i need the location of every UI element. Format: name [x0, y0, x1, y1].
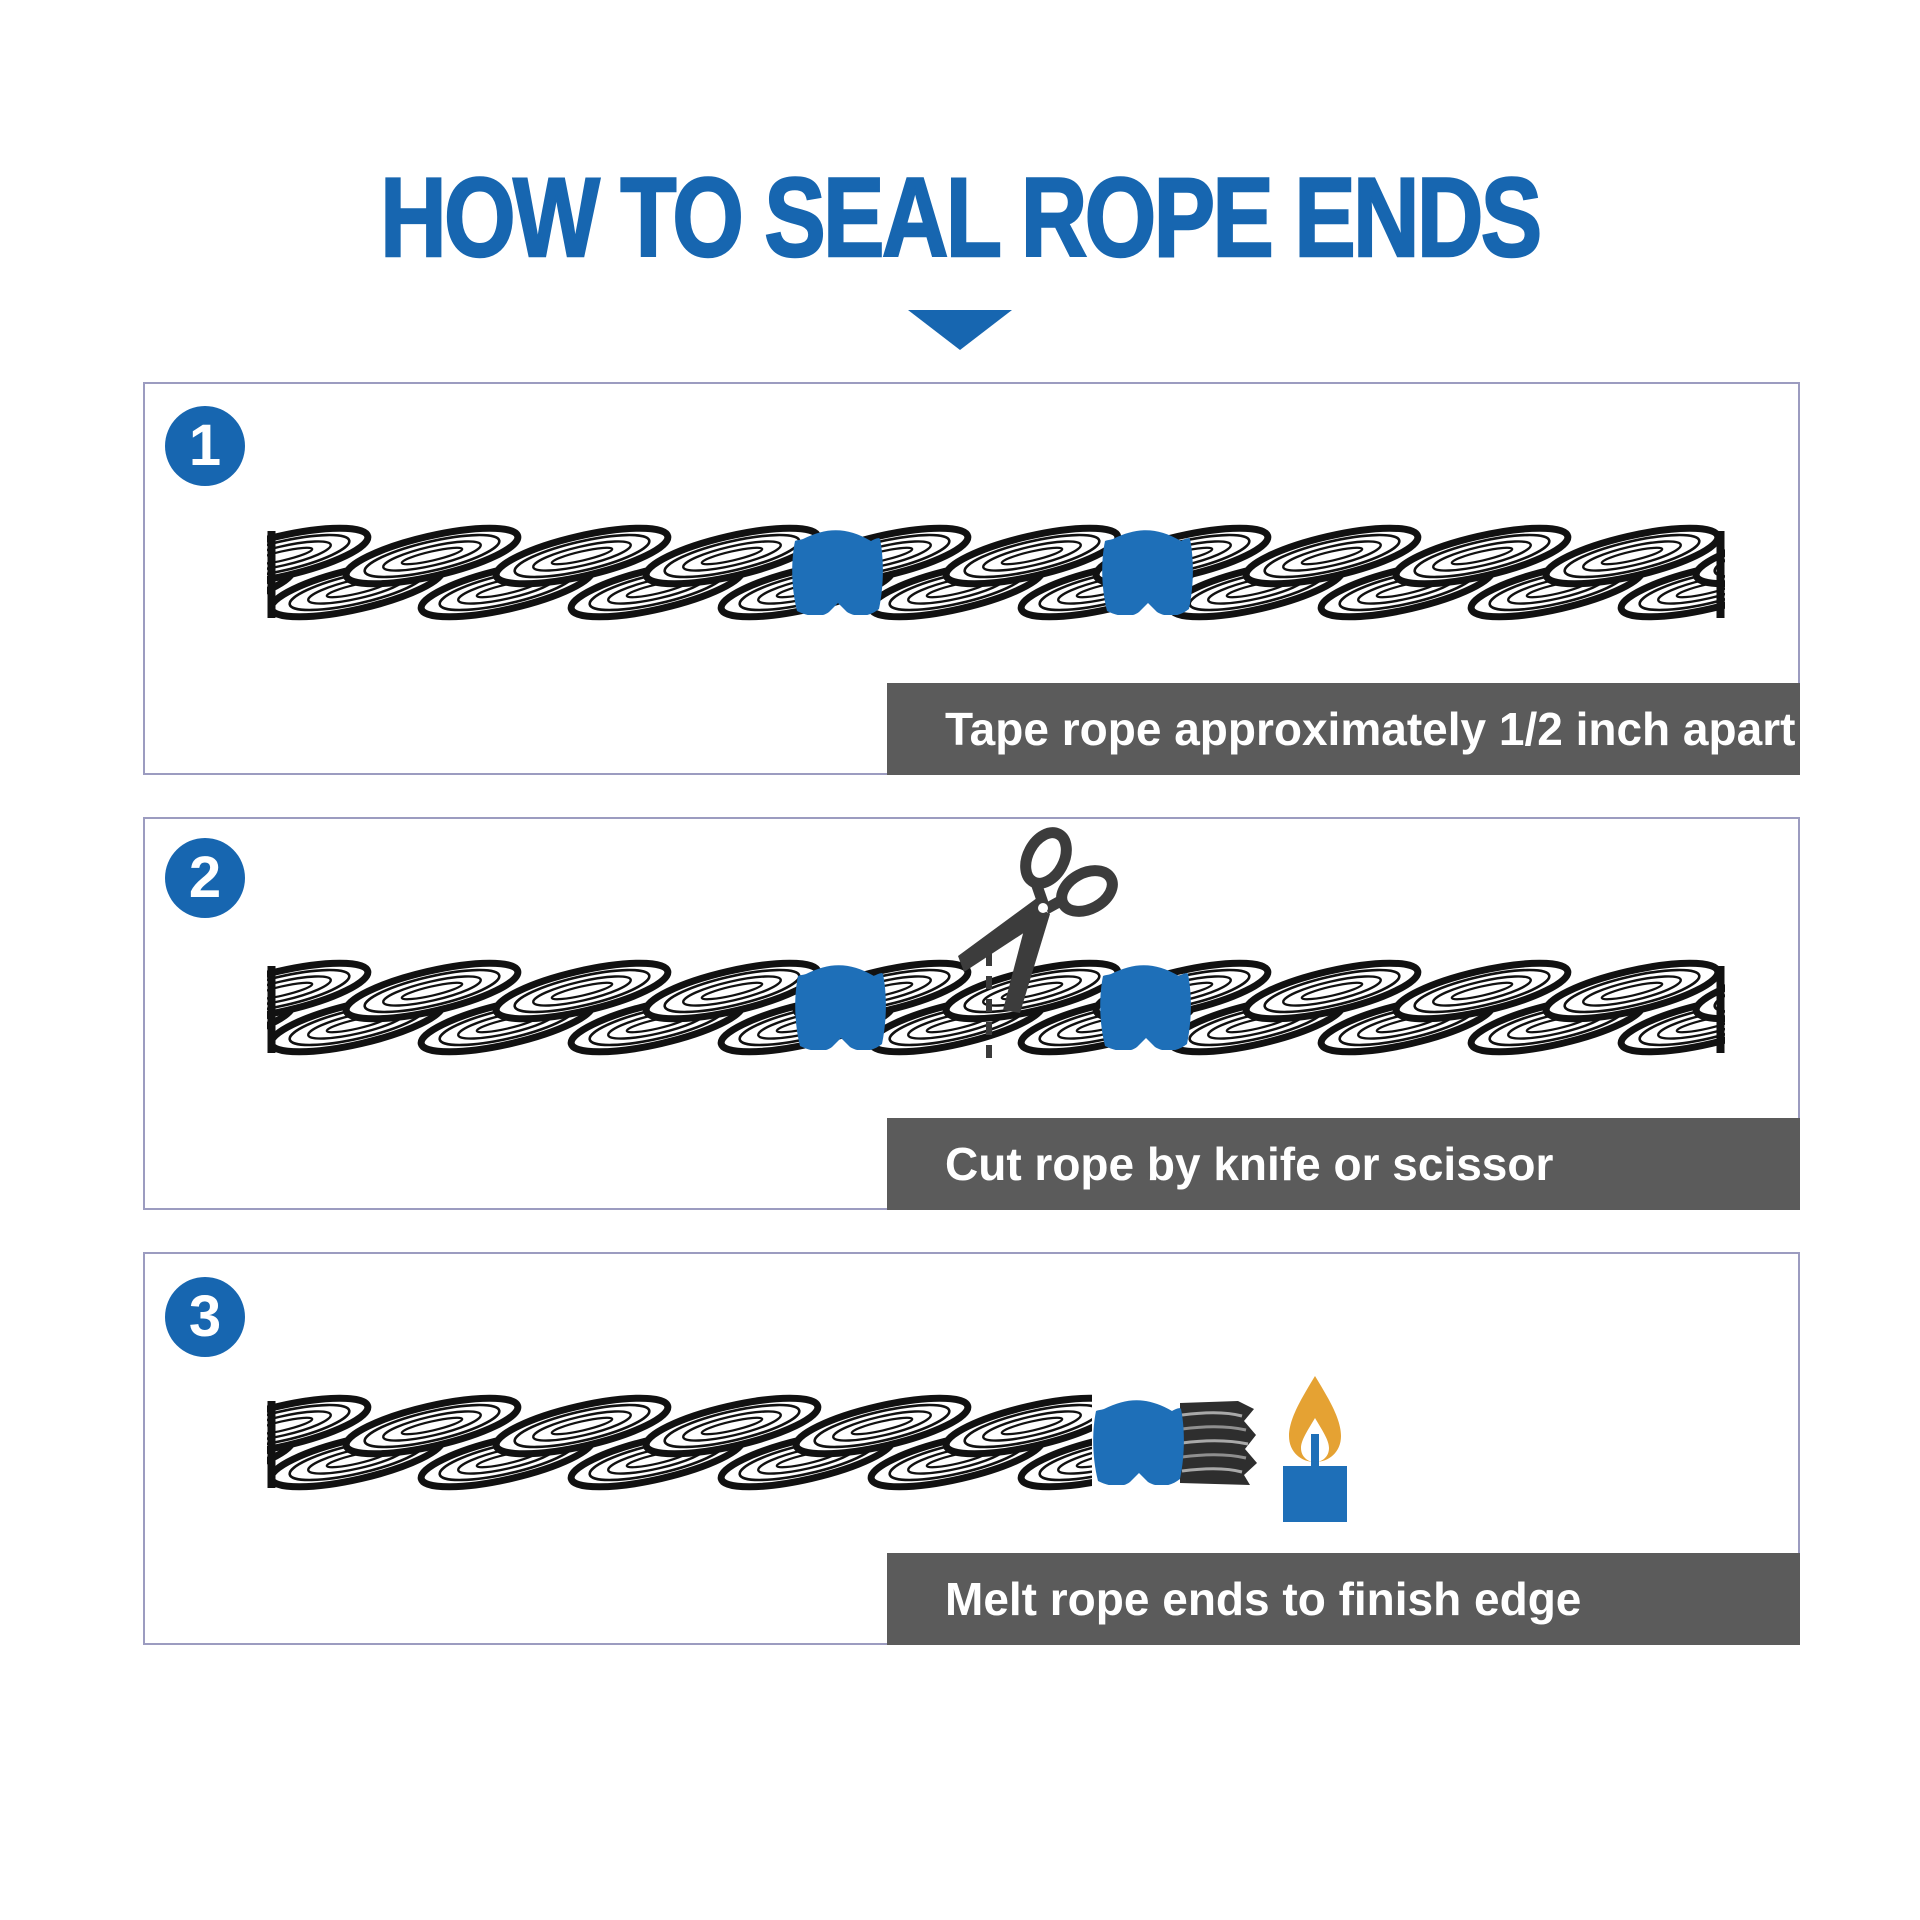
tape-band [1102, 530, 1193, 615]
step-number-3: 3 [188, 1284, 222, 1349]
tape-band [1093, 1400, 1184, 1485]
candle-flame-icon [1283, 1376, 1347, 1522]
frayed-rope-end [1180, 1401, 1257, 1485]
step-number-badge-2: 2 [165, 838, 245, 918]
rope-graphic-step1 [267, 523, 1725, 626]
step-number-badge-3: 3 [165, 1277, 245, 1357]
scissors-and-cut-line [958, 827, 1118, 1068]
step-caption-3-text: Melt rope ends to finish edge [945, 1573, 1582, 1625]
scissors-icon [958, 827, 1118, 1013]
down-triangle-icon [908, 310, 1012, 350]
step-caption-1: Tape rope approximately 1/2 inch apart [887, 683, 1800, 775]
step-caption-2: Cut rope by knife or scissor [887, 1118, 1800, 1210]
candle-base [1283, 1466, 1347, 1522]
rope-graphic-step3 [267, 1393, 1092, 1496]
step-number-1: 1 [188, 413, 222, 478]
step-caption-1-text: Tape rope approximately 1/2 inch apart [945, 703, 1796, 755]
step-number-badge-1: 1 [165, 406, 245, 486]
tape-band [795, 965, 886, 1050]
tape-band [792, 530, 883, 615]
step-caption-2-text: Cut rope by knife or scissor [945, 1138, 1554, 1190]
page-title-text: HOW TO SEAL ROPE ENDS [379, 155, 1543, 280]
page-title: HOW TO SEAL ROPE ENDS [0, 155, 1920, 280]
step-caption-3: Melt rope ends to finish edge [887, 1553, 1800, 1645]
candle-wick [1311, 1434, 1319, 1468]
step-number-2: 2 [188, 845, 222, 910]
